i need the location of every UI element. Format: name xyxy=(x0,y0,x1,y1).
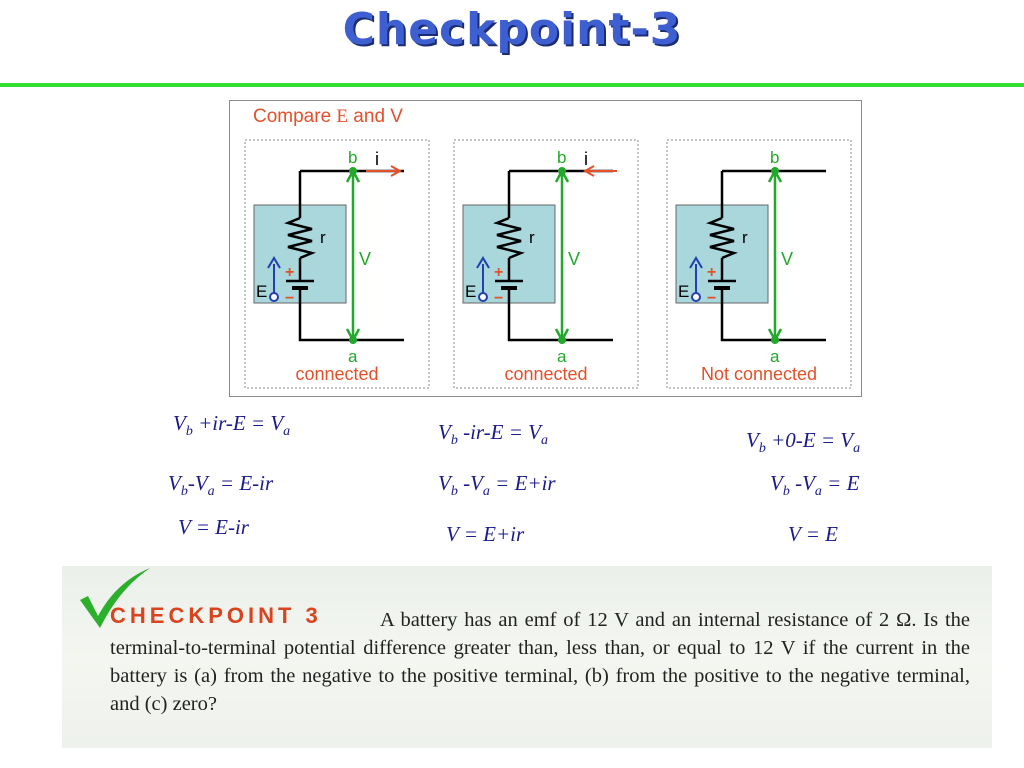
page-title: Checkpoint-3 xyxy=(342,4,682,55)
wire-a xyxy=(720,300,826,342)
equation-8: V = E+ir xyxy=(446,522,525,546)
emf-terminal xyxy=(269,292,279,302)
node-b-label: b xyxy=(770,148,779,167)
minus-sign: − xyxy=(494,290,503,307)
node-a-label: a xyxy=(557,347,567,366)
resistor-label: r xyxy=(529,228,535,247)
emf-terminal xyxy=(691,292,701,302)
checkmark-icon xyxy=(80,568,150,628)
node-a-label: a xyxy=(770,347,780,366)
connection-status: connected xyxy=(295,364,378,384)
circuit-diagrams: r + − Eb a Vi connected r + − Eb a Vi connected r + − Eb a… xyxy=(244,139,852,389)
panel-frame xyxy=(666,139,852,389)
node-a-label: a xyxy=(348,347,358,366)
resistor-label: r xyxy=(320,228,326,247)
resistor-symbol xyxy=(493,216,525,260)
voltage-label: V xyxy=(568,249,580,269)
node-a xyxy=(771,336,779,344)
current-label: i xyxy=(584,149,588,169)
plus-sign: + xyxy=(707,264,716,281)
node-b-label: b xyxy=(557,148,566,167)
resistor-symbol xyxy=(706,216,738,260)
equation-1: Vb +ir-E = Va xyxy=(173,411,291,440)
equation-4: Vb-Va = E-ir xyxy=(168,471,274,500)
voltage-label: V xyxy=(781,249,793,269)
circuit-panel-3: r + − Eb a V Not connected xyxy=(666,139,852,389)
checkpoint-panel xyxy=(62,566,992,748)
equation-6: Vb -Va = E xyxy=(770,471,860,500)
emf-label: E xyxy=(678,282,689,301)
resistor-label: r xyxy=(742,228,748,247)
emf-terminal xyxy=(478,292,488,302)
checkpoint-heading: CHECKPOINT 3 xyxy=(110,603,322,628)
panel-frame xyxy=(244,139,430,389)
current-label: i xyxy=(375,149,379,169)
emf-arrowhead xyxy=(267,256,281,269)
node-b xyxy=(771,167,779,175)
plus-sign: + xyxy=(285,264,294,281)
figure-title: Compare E and V xyxy=(253,106,403,127)
node-a xyxy=(558,336,566,344)
node-b xyxy=(558,167,566,175)
connection-status: Not connected xyxy=(701,364,817,384)
emf-label: E xyxy=(465,282,476,301)
equation-3: Vb +0-E = Va xyxy=(746,428,861,457)
wire-a xyxy=(298,300,404,342)
connection-status: connected xyxy=(504,364,587,384)
minus-sign: − xyxy=(285,290,294,307)
emf-label: E xyxy=(256,282,267,301)
equation-7: V = E-ir xyxy=(178,515,249,539)
current-arrowhead xyxy=(390,165,403,177)
resistor-symbol xyxy=(284,216,316,260)
circuit-panel-2: r + − Eb a Vi connected xyxy=(453,139,639,389)
node-b-label: b xyxy=(348,148,357,167)
node-a xyxy=(349,336,357,344)
emf-arrowhead xyxy=(689,256,703,269)
equation-5: Vb -Va = E+ir xyxy=(438,471,556,500)
voltage-label: V xyxy=(359,249,371,269)
equation-2: Vb -ir-E = Va xyxy=(438,420,548,449)
checkpoint-question: A battery has an emf of 12 V and an inte… xyxy=(110,609,970,715)
circuit-panel-1: r + − Eb a Vi connected xyxy=(244,139,430,389)
wire-a xyxy=(507,300,613,342)
title-divider xyxy=(0,83,1024,87)
equation-9: V = E xyxy=(788,522,838,546)
plus-sign: + xyxy=(494,264,503,281)
current-arrowhead xyxy=(582,165,595,177)
panel-frame xyxy=(453,139,639,389)
node-b xyxy=(349,167,357,175)
emf-arrowhead xyxy=(476,256,490,269)
minus-sign: − xyxy=(707,290,716,307)
